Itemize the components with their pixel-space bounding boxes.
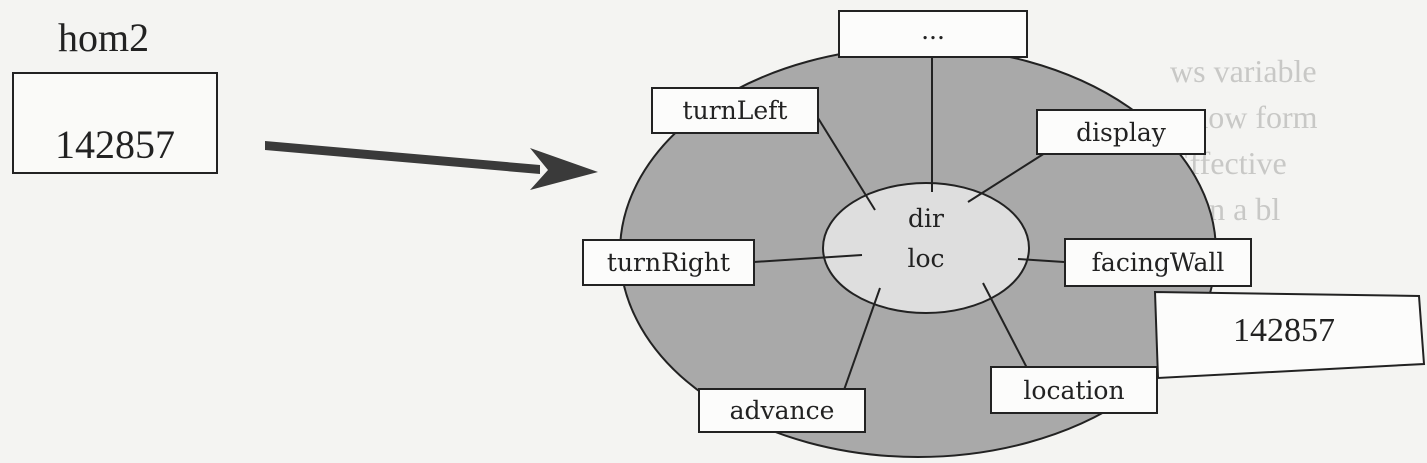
reference-arrow (265, 141, 598, 190)
object-core (822, 182, 1030, 314)
variable-value: 142857 (55, 122, 175, 167)
field-loc: loc (907, 244, 945, 273)
method-advance: advance (698, 388, 866, 433)
variable-box: 142857 (12, 72, 218, 174)
field-dir: dir (908, 204, 944, 233)
method-turn-right: turnRight (582, 239, 755, 286)
method-location: location (990, 366, 1158, 414)
method-turn-left: turnLeft (651, 87, 819, 134)
id-card-value: 142857 (1233, 312, 1335, 349)
method-connectors (753, 58, 1065, 391)
method-top-ellipsis: ... (838, 10, 1028, 58)
method-facing-wall: facingWall (1064, 238, 1252, 287)
variable-name: hom2 (58, 15, 150, 60)
method-display: display (1036, 109, 1206, 155)
id-card (1153, 290, 1426, 380)
